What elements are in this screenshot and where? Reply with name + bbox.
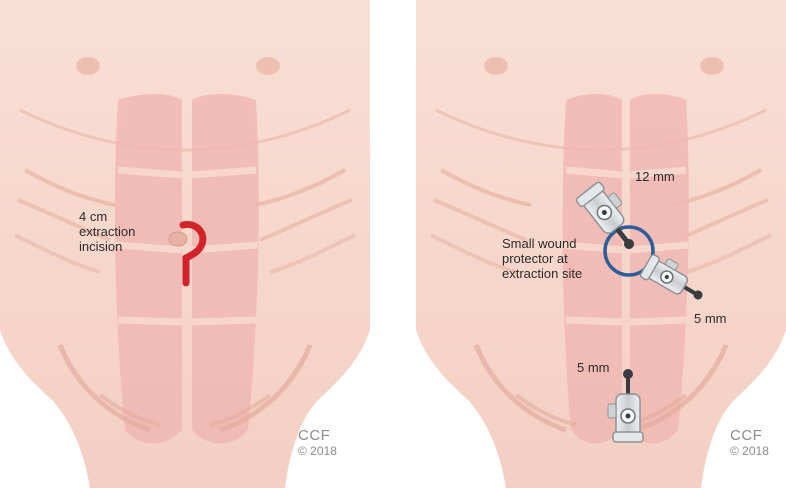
port-label-5mm-right: 5 mm: [694, 311, 727, 326]
torso-panel-port-placement: 12 mm 5 mm 5 mm Small wound protector at…: [416, 0, 786, 488]
incision-label: 4 cm extraction incision: [79, 209, 135, 254]
torso-panel-extraction-incision: 4 cm extraction incision CCF © 2018: [0, 0, 370, 488]
torso-illustration: [416, 0, 786, 488]
umbilicus: [169, 232, 187, 246]
wound-protector-label: Small wound protector at extraction site: [502, 236, 582, 281]
port-label-5mm-lower: 5 mm: [577, 360, 610, 375]
copyright-credit: CCF © 2018: [298, 428, 337, 458]
port-label-12mm: 12 mm: [635, 169, 675, 184]
copyright-credit: CCF © 2018: [730, 428, 769, 458]
torso-illustration: [0, 0, 370, 488]
